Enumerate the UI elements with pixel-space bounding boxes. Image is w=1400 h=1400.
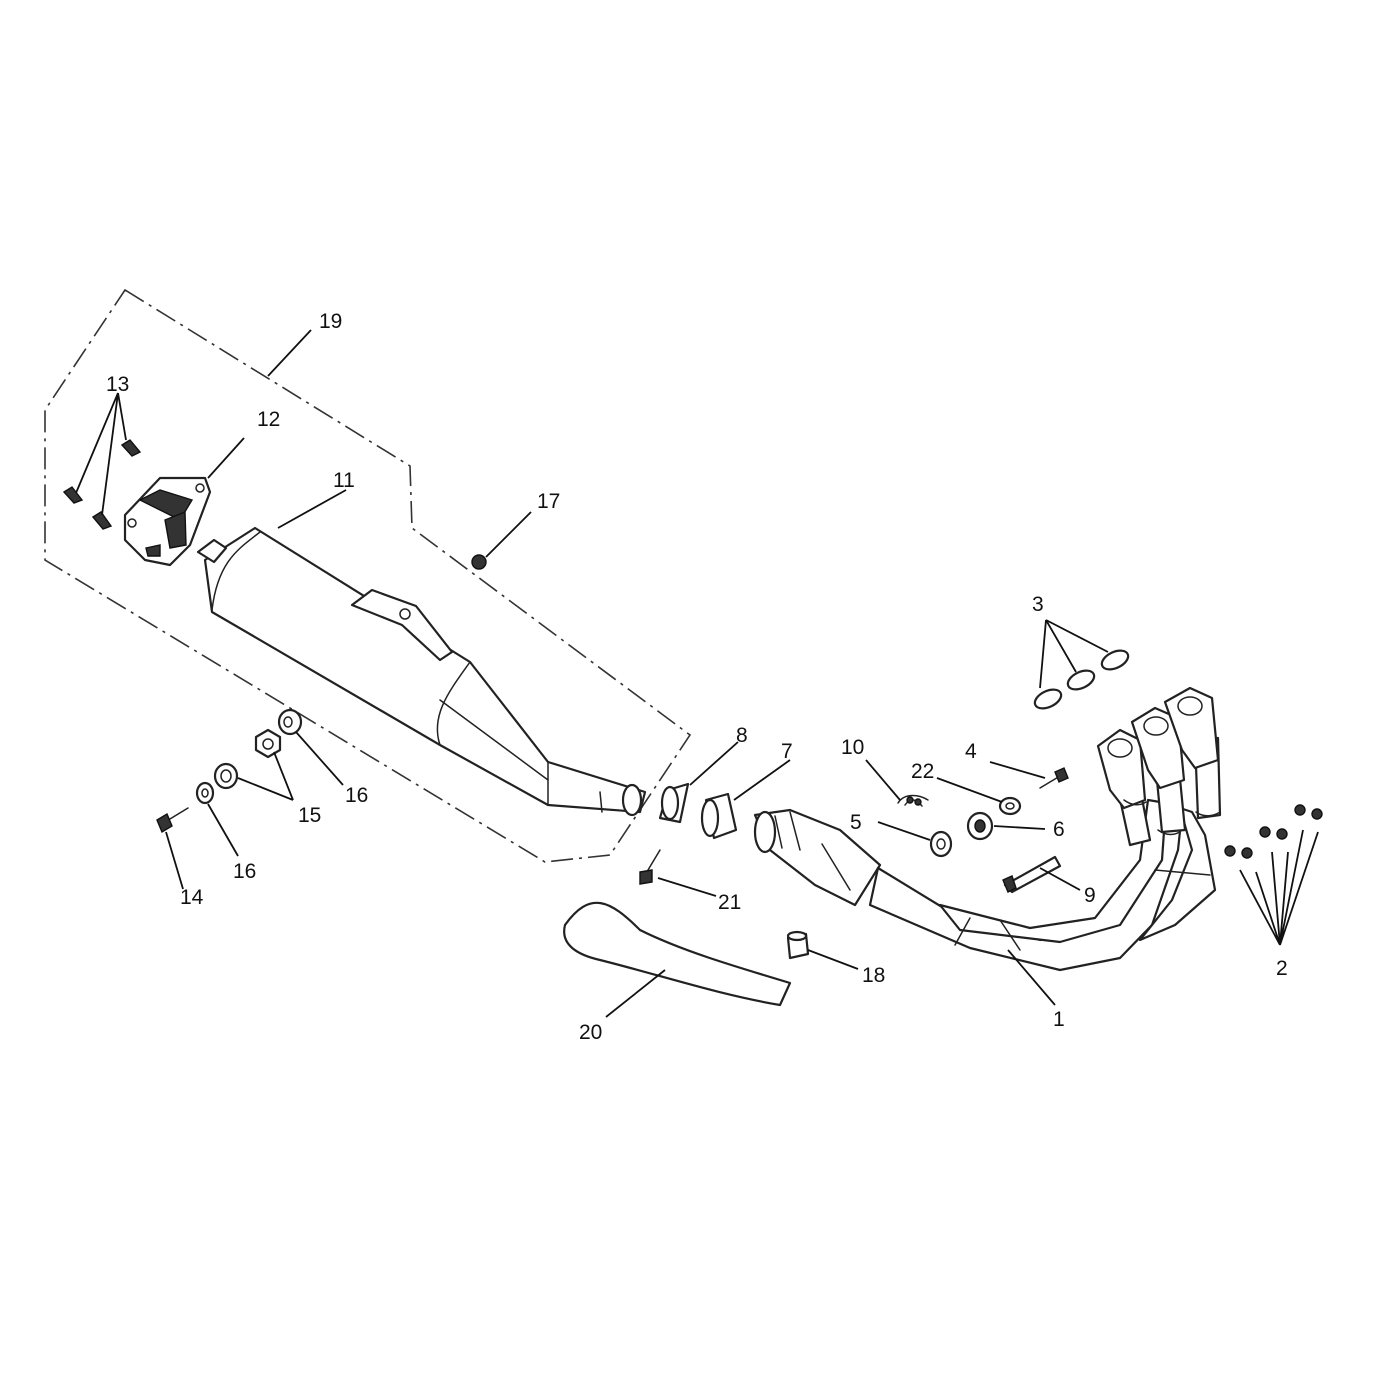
rubber-16-upper [277,708,303,736]
callout-10: 10 [841,736,864,759]
exhaust-header [868,686,1222,972]
callout-15: 15 [298,804,321,827]
bolt-21 [639,849,661,885]
callout-22: 22 [911,760,934,783]
callout-3: 3 [1032,593,1044,616]
callout-17: 17 [537,490,560,513]
callout-4: 4 [965,740,977,763]
gasket-7 [700,792,738,840]
callout-11: 11 [333,469,355,492]
assembly-19-boundary [44,288,692,863]
end-cap-screw [62,439,142,530]
callout-13: 13 [106,373,129,396]
collar-15 [213,762,239,790]
callout-16-upper: 16 [345,784,368,807]
nut-15 [254,728,282,759]
callout-16-lower: 16 [233,860,256,883]
clamp-8 [658,782,690,824]
callout-20: 20 [579,1021,602,1044]
callout-9: 9 [1084,884,1096,907]
heat-shield [563,901,792,1007]
rubber-6 [966,811,994,841]
nut-17 [471,554,487,570]
leader-lines [75,329,1319,1018]
header-nut [1224,804,1323,859]
sensor-9 [1002,855,1062,894]
silencer-muffler [196,526,647,817]
bolt-14 [156,807,189,834]
callout-19: 19 [319,310,342,333]
callout-12: 12 [257,408,280,431]
washer-22 [998,796,1022,816]
callout-21: 21 [718,891,741,914]
callout-5: 5 [850,811,862,834]
collector-catalyst [753,808,882,907]
callout-18: 18 [862,964,885,987]
callout-1: 1 [1053,1008,1065,1031]
end-cap [123,476,212,567]
header-gasket [1033,649,1130,710]
spacer-5 [929,830,953,858]
callout-6: 6 [1053,818,1065,841]
callout-14: 14 [180,886,204,909]
clip-10 [897,794,929,807]
callout-7: 7 [781,740,793,763]
washer-16-lower [195,781,215,805]
rubber-mount-18 [786,930,810,960]
bolt-4 [1039,767,1069,789]
callout-2: 2 [1276,957,1288,980]
callout-8: 8 [736,724,748,747]
